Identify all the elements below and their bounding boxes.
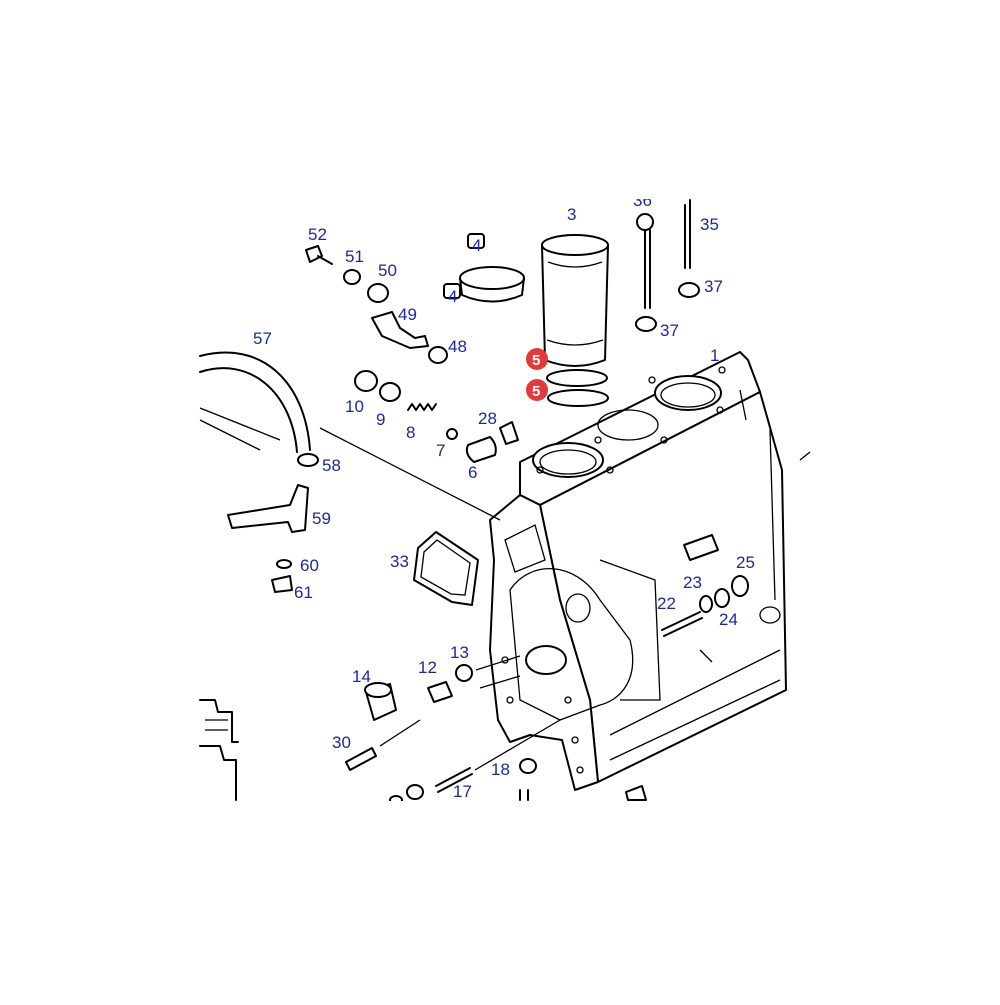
callout-18: 18: [491, 760, 510, 779]
callout-4-upper: 4: [472, 236, 481, 255]
callout-37-lower: 37: [660, 321, 679, 340]
small-parts-drawing: [199, 245, 749, 805]
callout-59: 59: [312, 509, 331, 528]
callout-48: 48: [448, 337, 467, 356]
callout-58: 58: [322, 456, 341, 475]
callout-28: 28: [478, 409, 497, 428]
stud-drawing: [635, 199, 700, 332]
callout-17: 17: [453, 782, 472, 801]
callout-14: 14: [352, 667, 371, 686]
callout-57: 57: [253, 329, 272, 348]
callout-23: 23: [683, 573, 702, 592]
callout-9: 9: [376, 410, 385, 429]
callout-5-lower: 5: [532, 383, 540, 400]
callout-13: 13: [450, 643, 469, 662]
callout-61: 61: [294, 583, 313, 602]
callout-5-lower-badge: [526, 379, 548, 401]
callout-25: 25: [736, 553, 755, 572]
callout-51: 51: [345, 247, 364, 266]
callout-7: 7: [436, 441, 445, 460]
callout-6: 6: [468, 463, 477, 482]
callout-5-upper: 5: [532, 352, 540, 369]
callout-4-lower: 4: [448, 287, 457, 306]
callout-10: 10: [345, 397, 364, 416]
callout-52: 52: [308, 225, 327, 244]
callout-labels: 1 3 4 4 5 5 6 7 8 9 10 12 13 14 17 18 22…: [253, 191, 755, 801]
callout-35: 35: [700, 215, 719, 234]
callout-12: 12: [418, 658, 437, 677]
callout-24: 24: [719, 610, 738, 629]
callout-37-upper: 37: [704, 277, 723, 296]
crop-mask-left: [0, 0, 199, 1000]
crop-mask-right: [811, 0, 1000, 1000]
clamp-ring-drawing: [443, 233, 525, 303]
callout-33: 33: [390, 552, 409, 571]
cylinder-liner-drawing: [541, 234, 609, 407]
callout-5-upper-badge: [526, 348, 548, 370]
callout-8: 8: [406, 423, 415, 442]
callout-1: 1: [710, 346, 719, 365]
callout-49: 49: [398, 305, 417, 324]
callout-3: 3: [567, 205, 576, 224]
engine-block-drawing: [489, 351, 811, 791]
callout-30: 30: [332, 733, 351, 752]
callout-50: 50: [378, 261, 397, 280]
callout-22: 22: [657, 594, 676, 613]
callout-60: 60: [300, 556, 319, 575]
